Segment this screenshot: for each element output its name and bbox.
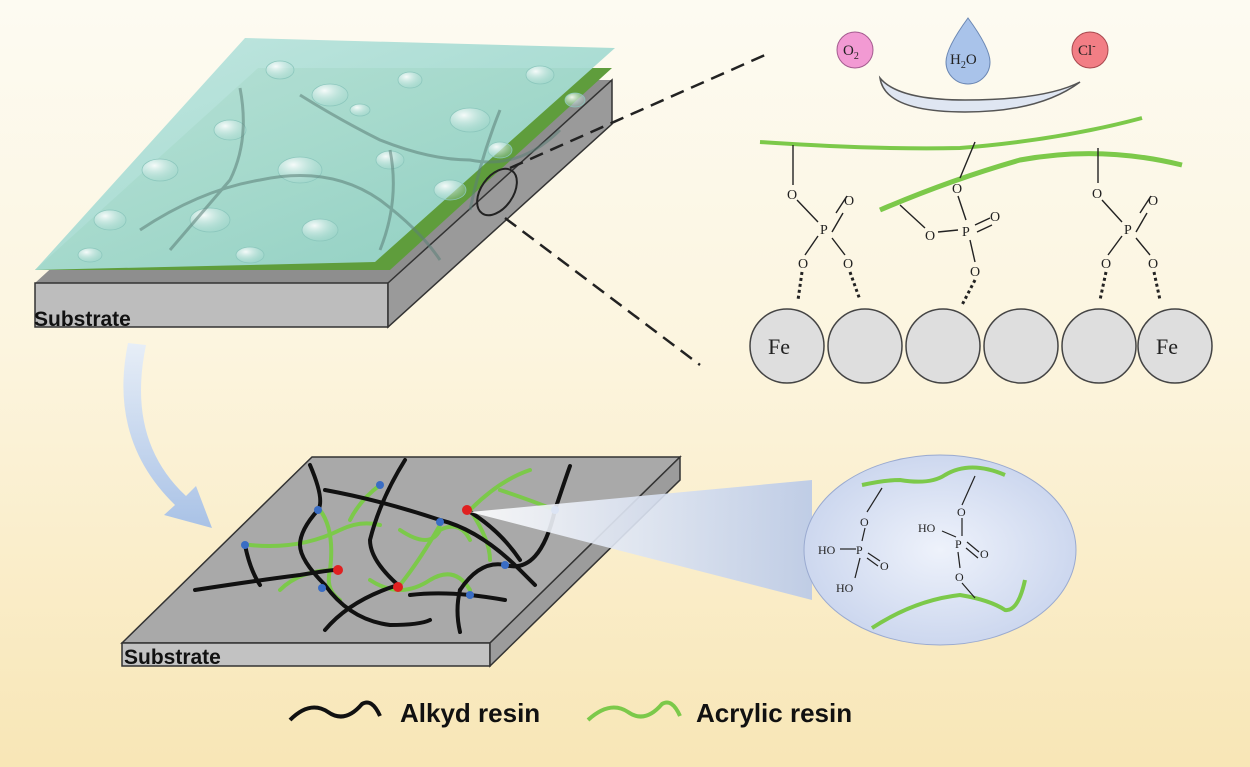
- svg-text:O: O: [843, 257, 853, 272]
- water-droplets: [77, 60, 586, 264]
- alkyd-network: [193, 458, 572, 634]
- fe-atom: [1137, 308, 1213, 384]
- phosphate-group-middle: [899, 141, 993, 306]
- svg-text:O: O: [1148, 194, 1158, 209]
- zoom-cone: [470, 480, 812, 600]
- bottom-panel: Substrate: [120, 454, 1077, 669]
- svg-text:O: O: [1092, 187, 1102, 202]
- svg-text:H2O: H2O: [950, 52, 977, 71]
- zoom-line-lower: [504, 217, 701, 366]
- crosslink-points: [241, 481, 559, 599]
- svg-text:O: O: [955, 570, 964, 584]
- svg-text:O: O: [925, 229, 935, 244]
- acrylic-network: [248, 468, 557, 602]
- svg-text:Cl-: Cl-: [1078, 41, 1096, 59]
- ion-h2o: H2O: [945, 17, 991, 85]
- svg-text:P: P: [955, 537, 962, 551]
- fe-atom: [749, 308, 825, 384]
- fe-label-right: Fe: [1156, 334, 1178, 359]
- svg-text:O: O: [860, 515, 869, 529]
- svg-text:O: O: [844, 194, 854, 209]
- fe-atom: [827, 308, 903, 384]
- adsorption-detail: O2 H2O Cl- O P O O: [749, 17, 1213, 384]
- legend-alkyd-swatch: [288, 700, 382, 722]
- svg-text:O: O: [957, 505, 966, 519]
- water-coating: [35, 38, 615, 270]
- transition-arrow: [123, 343, 212, 528]
- fe-atom: [1061, 308, 1137, 384]
- svg-text:O: O: [990, 210, 1000, 225]
- phosphate-group-left: [792, 145, 862, 301]
- fe-atom: [983, 308, 1059, 384]
- svg-text:O2: O2: [843, 43, 859, 62]
- acrylic-chain-1: [759, 116, 1143, 151]
- svg-text:O: O: [798, 257, 808, 272]
- zoom-ellipse: [476, 167, 518, 217]
- svg-text:P: P: [1124, 223, 1132, 238]
- lens-molecules: O HO P O HO O HO P O O: [818, 465, 1027, 630]
- zoom-lens: [803, 454, 1077, 646]
- svg-text:O: O: [970, 265, 980, 280]
- legend-acrylic-label: Acrylic resin: [696, 698, 852, 728]
- svg-text:O: O: [880, 559, 889, 573]
- svg-text:O: O: [787, 188, 797, 203]
- fe-label-left: Fe: [768, 334, 790, 359]
- svg-text:O: O: [952, 182, 962, 197]
- svg-text:P: P: [856, 543, 863, 557]
- ion-chloride: Cl-: [1071, 31, 1109, 69]
- top-substrate-label: Substrate: [34, 308, 131, 331]
- top-panel: Substrate: [34, 38, 615, 331]
- legend: Alkyd resin Acrylic resin: [288, 698, 852, 728]
- embedded-network: [139, 87, 562, 261]
- svg-text:O: O: [1148, 257, 1158, 272]
- legend-acrylic-swatch: [586, 700, 682, 722]
- ion-o2: O2: [836, 31, 874, 69]
- svg-text:O: O: [980, 547, 989, 561]
- barrier-arc: [878, 75, 1081, 113]
- zoom-line-upper: [509, 53, 766, 170]
- svg-text:P: P: [820, 223, 828, 238]
- svg-text:O: O: [1101, 257, 1111, 272]
- iron-surface: Fe Fe: [749, 308, 1213, 384]
- svg-text:HO: HO: [836, 581, 854, 595]
- phosphate-group-right: [1097, 148, 1162, 301]
- svg-text:P: P: [962, 225, 970, 240]
- acrylic-chain-2: [879, 151, 1183, 213]
- bottom-substrate-label: Substrate: [124, 646, 221, 669]
- svg-text:HO: HO: [918, 521, 936, 535]
- svg-text:HO: HO: [818, 543, 836, 557]
- fe-atom: [905, 308, 981, 384]
- legend-alkyd-label: Alkyd resin: [400, 698, 540, 728]
